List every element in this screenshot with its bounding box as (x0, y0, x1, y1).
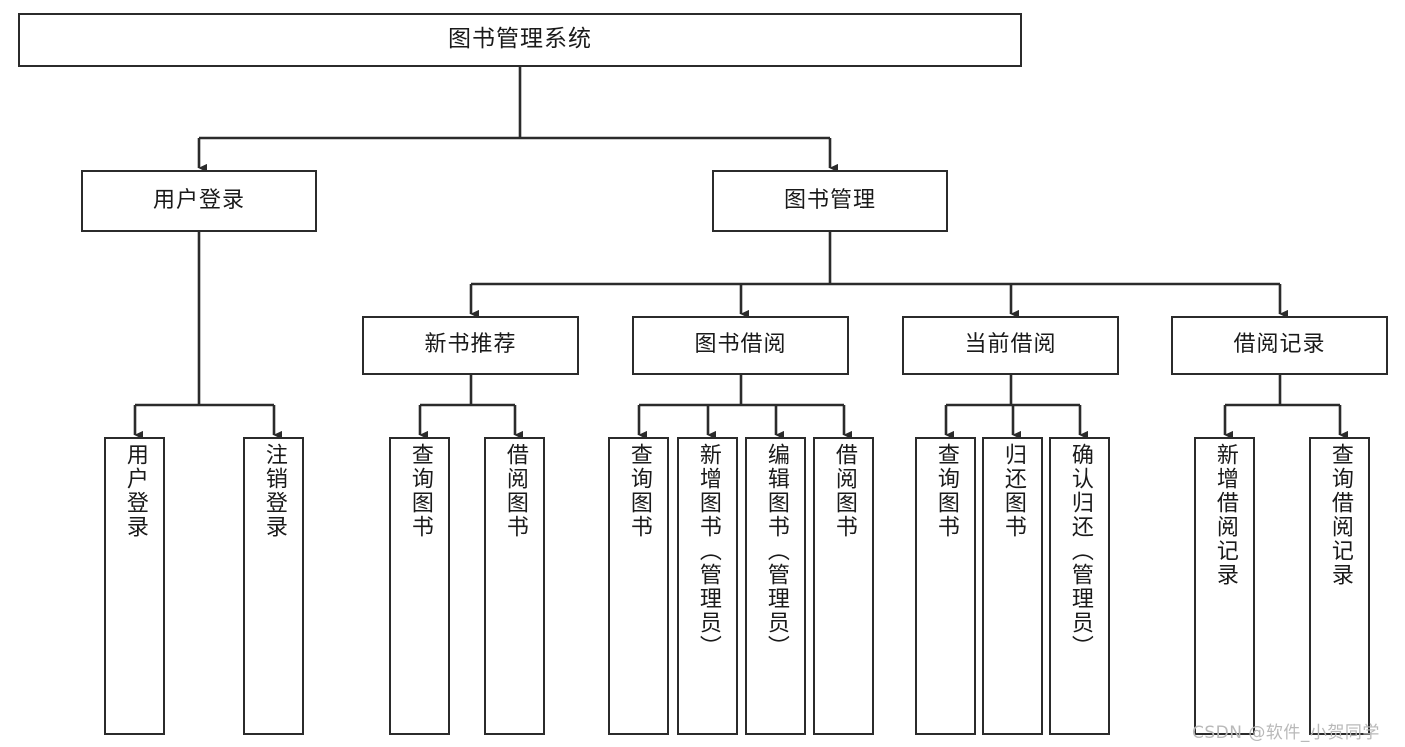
leaf-query-book-current[interactable]: 查询图书 (915, 437, 976, 735)
edge-paths (133, 67, 1349, 440)
node-label: 查询图书 (407, 443, 433, 539)
leaf-edit-book-admin[interactable]: 编辑图书（管理员） (745, 437, 806, 735)
node-label: 归还图书 (1000, 443, 1026, 539)
node-label: 查询图书 (933, 443, 959, 539)
leaf-add-book-admin[interactable]: 新增图书（管理员） (677, 437, 738, 735)
node-label: 确认归还（管理员） (1067, 443, 1093, 659)
node-label: 查询图书 (626, 443, 652, 539)
leaf-query-book-borrow[interactable]: 查询图书 (608, 437, 669, 735)
node-label: 当前借阅 (964, 332, 1057, 358)
leaf-user-login[interactable]: 用户登录 (104, 437, 165, 735)
node-label: 图书借阅 (694, 332, 787, 358)
leaf-query-borrow-record[interactable]: 查询借阅记录 (1309, 437, 1370, 735)
node-label: 借阅图书 (831, 443, 857, 539)
node-label: 用户登录 (152, 187, 245, 213)
node-label: 借阅图书 (502, 443, 528, 539)
leaf-logout-login[interactable]: 注销登录 (243, 437, 304, 735)
node-current-borrow[interactable]: 当前借阅 (902, 316, 1119, 375)
leaf-return-book[interactable]: 归还图书 (982, 437, 1043, 735)
node-label: 编辑图书（管理员） (763, 443, 789, 659)
leaf-borrow-book[interactable]: 借阅图书 (813, 437, 874, 735)
node-user-login[interactable]: 用户登录 (81, 170, 317, 232)
node-label: 用户登录 (122, 443, 148, 539)
leaf-borrow-book-new[interactable]: 借阅图书 (484, 437, 545, 735)
node-root[interactable]: 图书管理系统 (18, 13, 1022, 67)
node-label: 图书管理 (783, 187, 876, 213)
leaf-query-book-new[interactable]: 查询图书 (389, 437, 450, 735)
node-label: 新增借阅记录 (1212, 443, 1238, 587)
node-label: 查询借阅记录 (1327, 443, 1353, 587)
node-new-book-recommend[interactable]: 新书推荐 (362, 316, 579, 375)
node-label: 新增图书（管理员） (695, 443, 721, 659)
node-label: 注销登录 (261, 443, 287, 539)
node-book-management[interactable]: 图书管理 (712, 170, 948, 232)
node-label: 借阅记录 (1233, 332, 1326, 358)
watermark-text: CSDN @软件_小贺同学 (1192, 723, 1380, 743)
node-label: 新书推荐 (424, 332, 517, 358)
leaf-confirm-return-admin[interactable]: 确认归还（管理员） (1049, 437, 1110, 735)
leaf-add-borrow-record[interactable]: 新增借阅记录 (1194, 437, 1255, 735)
node-book-borrow[interactable]: 图书借阅 (632, 316, 849, 375)
node-borrow-records[interactable]: 借阅记录 (1171, 316, 1388, 375)
node-label: 图书管理系统 (448, 26, 592, 53)
